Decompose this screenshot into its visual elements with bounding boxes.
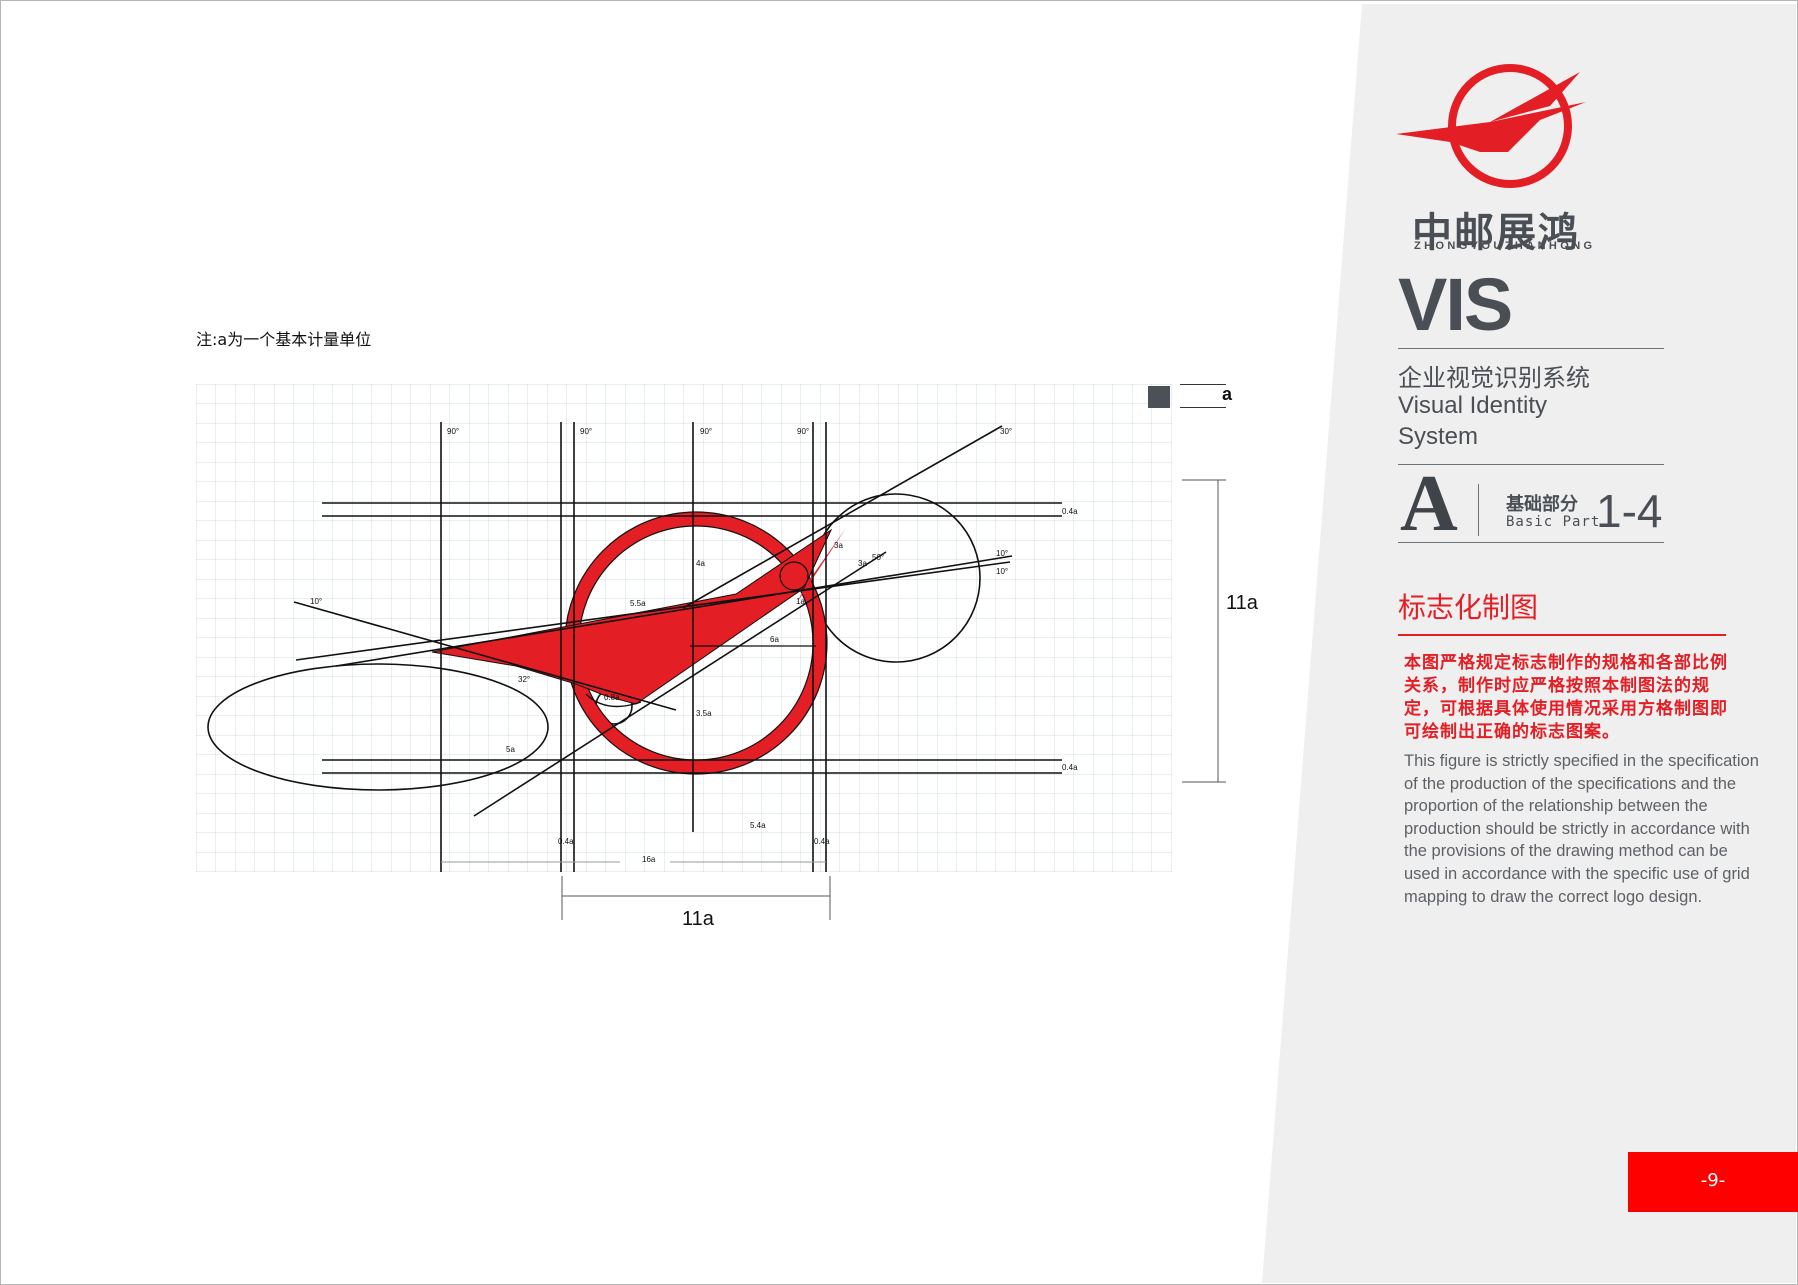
section-number: 1-4: [1596, 485, 1663, 537]
brand-name-cn: 中邮展鸿: [1412, 210, 1580, 256]
page-number-tab: -9-: [1628, 1152, 1798, 1212]
label-5-5a: 5.5a: [630, 599, 646, 608]
unit-line-bottom: [1180, 407, 1226, 408]
label-3a-2: 3a: [858, 559, 867, 568]
label-bottom-04a: 0.4a: [1062, 763, 1078, 772]
label-32: 32°: [518, 675, 530, 684]
construction-grid-drawing: 90° 90° 90° 90° 30° 10° 10° 10° 50° 32° …: [196, 384, 1172, 872]
label-4a: 4a: [696, 559, 705, 568]
label-10-r1: 10°: [996, 549, 1008, 558]
horizontal-dimension: [561, 876, 831, 920]
label-v-04a-left: 0.4a: [558, 837, 574, 846]
vertical-dimension-label: 11a: [1226, 592, 1258, 614]
content-title: 标志化制图: [1398, 591, 1539, 624]
unit-line-top: [1180, 384, 1226, 385]
section-name-cn: 基础部分: [1506, 494, 1578, 515]
vis-heading: VIS: [1398, 263, 1513, 346]
brand-logo-icon: [1396, 64, 1586, 188]
system-name-en-line2: System: [1398, 423, 1479, 450]
rule-bottom: [1398, 542, 1664, 543]
label-90-b: 90°: [580, 427, 592, 436]
description-en: This figure is strictly specified in the…: [1404, 752, 1759, 906]
label-10-left: 10°: [310, 597, 322, 606]
unit-square: [1148, 386, 1170, 408]
label-top-04a: 0.4a: [1062, 507, 1078, 516]
system-name-en-line1: Visual Identity: [1398, 392, 1547, 419]
page-number: -9-: [1700, 1170, 1726, 1191]
label-10-r2: 10°: [996, 567, 1008, 576]
tail-ellipse: [207, 663, 549, 791]
rule-top: [1398, 348, 1664, 349]
label-16a: 16a: [642, 855, 656, 864]
unit-label: a: [1222, 384, 1233, 404]
system-name-cn: 企业视觉识别系统: [1398, 364, 1590, 392]
label-90-a: 90°: [447, 427, 459, 436]
label-90-d: 90°: [797, 427, 809, 436]
label-v-04a-right: 0.4a: [814, 837, 830, 846]
label-0-8a: 0.8a: [604, 693, 620, 702]
rule-middle: [1398, 464, 1664, 465]
label-90-c: 90°: [700, 427, 712, 436]
label-6a: 6a: [770, 635, 779, 644]
label-30: 30°: [1000, 427, 1012, 436]
label-5a: 5a: [506, 745, 515, 754]
label-1a: 1a: [796, 597, 805, 606]
measurement-note: 注:a为一个基本计量单位: [196, 330, 372, 349]
section-divider: [1478, 484, 1479, 536]
vertical-dimension: [1182, 479, 1226, 783]
description-cn: 本图严格规定标志制作的规格和各部比例关系，制作时应严格按照本制图法的规定，可根据…: [1404, 653, 1728, 742]
content-title-rule: [1398, 634, 1726, 636]
brand-name-en: ZHONGYOUZHANHONG: [1414, 240, 1596, 252]
label-3a-1: 3a: [834, 541, 843, 550]
label-5-4a: 5.4a: [750, 821, 766, 830]
label-50: 50°: [872, 553, 884, 562]
section-letter: A: [1400, 460, 1458, 548]
section-name-en: Basic Part: [1506, 514, 1601, 530]
horizontal-dimension-label: 11a: [682, 908, 714, 930]
label-3-5a: 3.5a: [696, 709, 712, 718]
